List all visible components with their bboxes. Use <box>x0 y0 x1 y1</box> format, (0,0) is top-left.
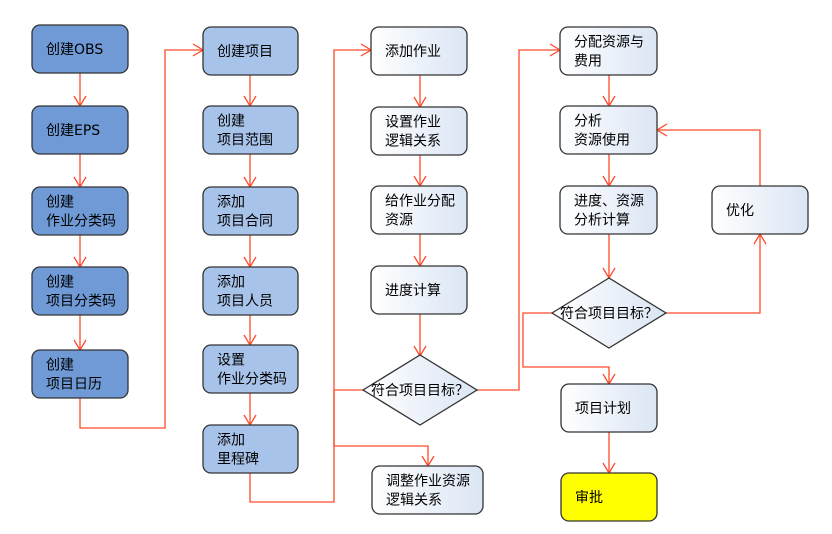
decision-label: 符合项目目标？ <box>560 306 658 322</box>
node-label: 设置 <box>217 353 245 369</box>
node-label: 调整作业资源 <box>386 474 470 490</box>
process-box <box>202 344 299 394</box>
process-box <box>202 26 299 76</box>
process-box <box>202 424 299 474</box>
node-label: 设置作业 <box>385 115 441 131</box>
node-label: 项目分类码 <box>46 294 116 310</box>
node-label: 优化 <box>726 203 754 219</box>
process-box <box>370 185 468 235</box>
process-box <box>711 185 809 235</box>
decision-diamond <box>550 277 668 349</box>
node-label: 进度、资源 <box>574 194 644 210</box>
node-label: 创建 <box>217 114 245 130</box>
node-label: 创建项目 <box>217 44 273 60</box>
node-label: 进度计算 <box>385 283 441 299</box>
node-label: 项目人员 <box>217 294 273 310</box>
node-label: 创建OBS <box>46 42 103 58</box>
process-box <box>370 106 468 156</box>
node-label: 逻辑关系 <box>386 493 442 509</box>
node-label: 项目范围 <box>217 132 273 149</box>
node-eps: 创建EPS <box>31 105 129 155</box>
node-add-activity: 添加作业 <box>370 26 468 76</box>
decision-label: 符合项目目标？ <box>371 383 469 399</box>
node-label: 资源使用 <box>574 132 630 149</box>
node-label: 创建 <box>46 358 74 374</box>
node-label: 给作业分配 <box>385 194 455 210</box>
process-box <box>202 186 299 236</box>
node-label: 创建 <box>46 275 74 291</box>
node-label: 费用 <box>574 54 602 70</box>
process-box <box>31 266 129 316</box>
node-label: 添加 <box>217 275 245 291</box>
connectors <box>73 43 767 503</box>
process-box <box>560 472 658 522</box>
decision-diamond <box>361 354 479 426</box>
node-label: 项目日历 <box>46 377 102 393</box>
decision-decision1: 符合项目目标？ <box>361 354 479 426</box>
node-label: 项目计划 <box>575 401 631 417</box>
node-project-plan: 项目计划 <box>560 383 658 433</box>
node-label: 审批 <box>575 490 603 506</box>
process-box <box>31 349 129 399</box>
node-create-project: 创建项目 <box>202 26 299 76</box>
process-box <box>559 26 658 76</box>
node-label: 分析 <box>574 114 602 130</box>
node-label: 里程碑 <box>217 452 259 468</box>
node-schedule: 进度计算 <box>370 265 468 315</box>
process-box <box>370 265 468 315</box>
process-box <box>31 186 129 236</box>
process-box <box>559 105 658 155</box>
node-label: 作业分类码 <box>46 214 116 230</box>
process-box <box>202 266 299 316</box>
decision-decision2: 符合项目目标？ <box>550 277 668 349</box>
node-approve: 审批 <box>560 472 658 522</box>
process-box <box>202 105 299 155</box>
node-label: 添加 <box>217 433 245 449</box>
process-box <box>559 185 658 235</box>
node-label: 创建 <box>46 195 74 211</box>
node-label: 逻辑关系 <box>385 134 441 150</box>
process-box <box>371 465 484 515</box>
node-label: 分析计算 <box>574 213 630 229</box>
node-label: 项目合同 <box>217 214 273 230</box>
node-label: 添加作业 <box>385 44 441 60</box>
process-box <box>560 383 658 433</box>
process-box <box>31 24 129 74</box>
node-optimize: 优化 <box>711 185 809 235</box>
node-label: 创建EPS <box>46 123 100 139</box>
node-label: 作业分类码 <box>217 372 287 388</box>
node-label: 资源 <box>385 213 413 229</box>
node-label: 分配资源与 <box>574 35 644 51</box>
process-box <box>31 105 129 155</box>
node-obs: 创建OBS <box>31 24 129 74</box>
process-box <box>370 26 468 76</box>
node-label: 添加 <box>217 195 245 211</box>
